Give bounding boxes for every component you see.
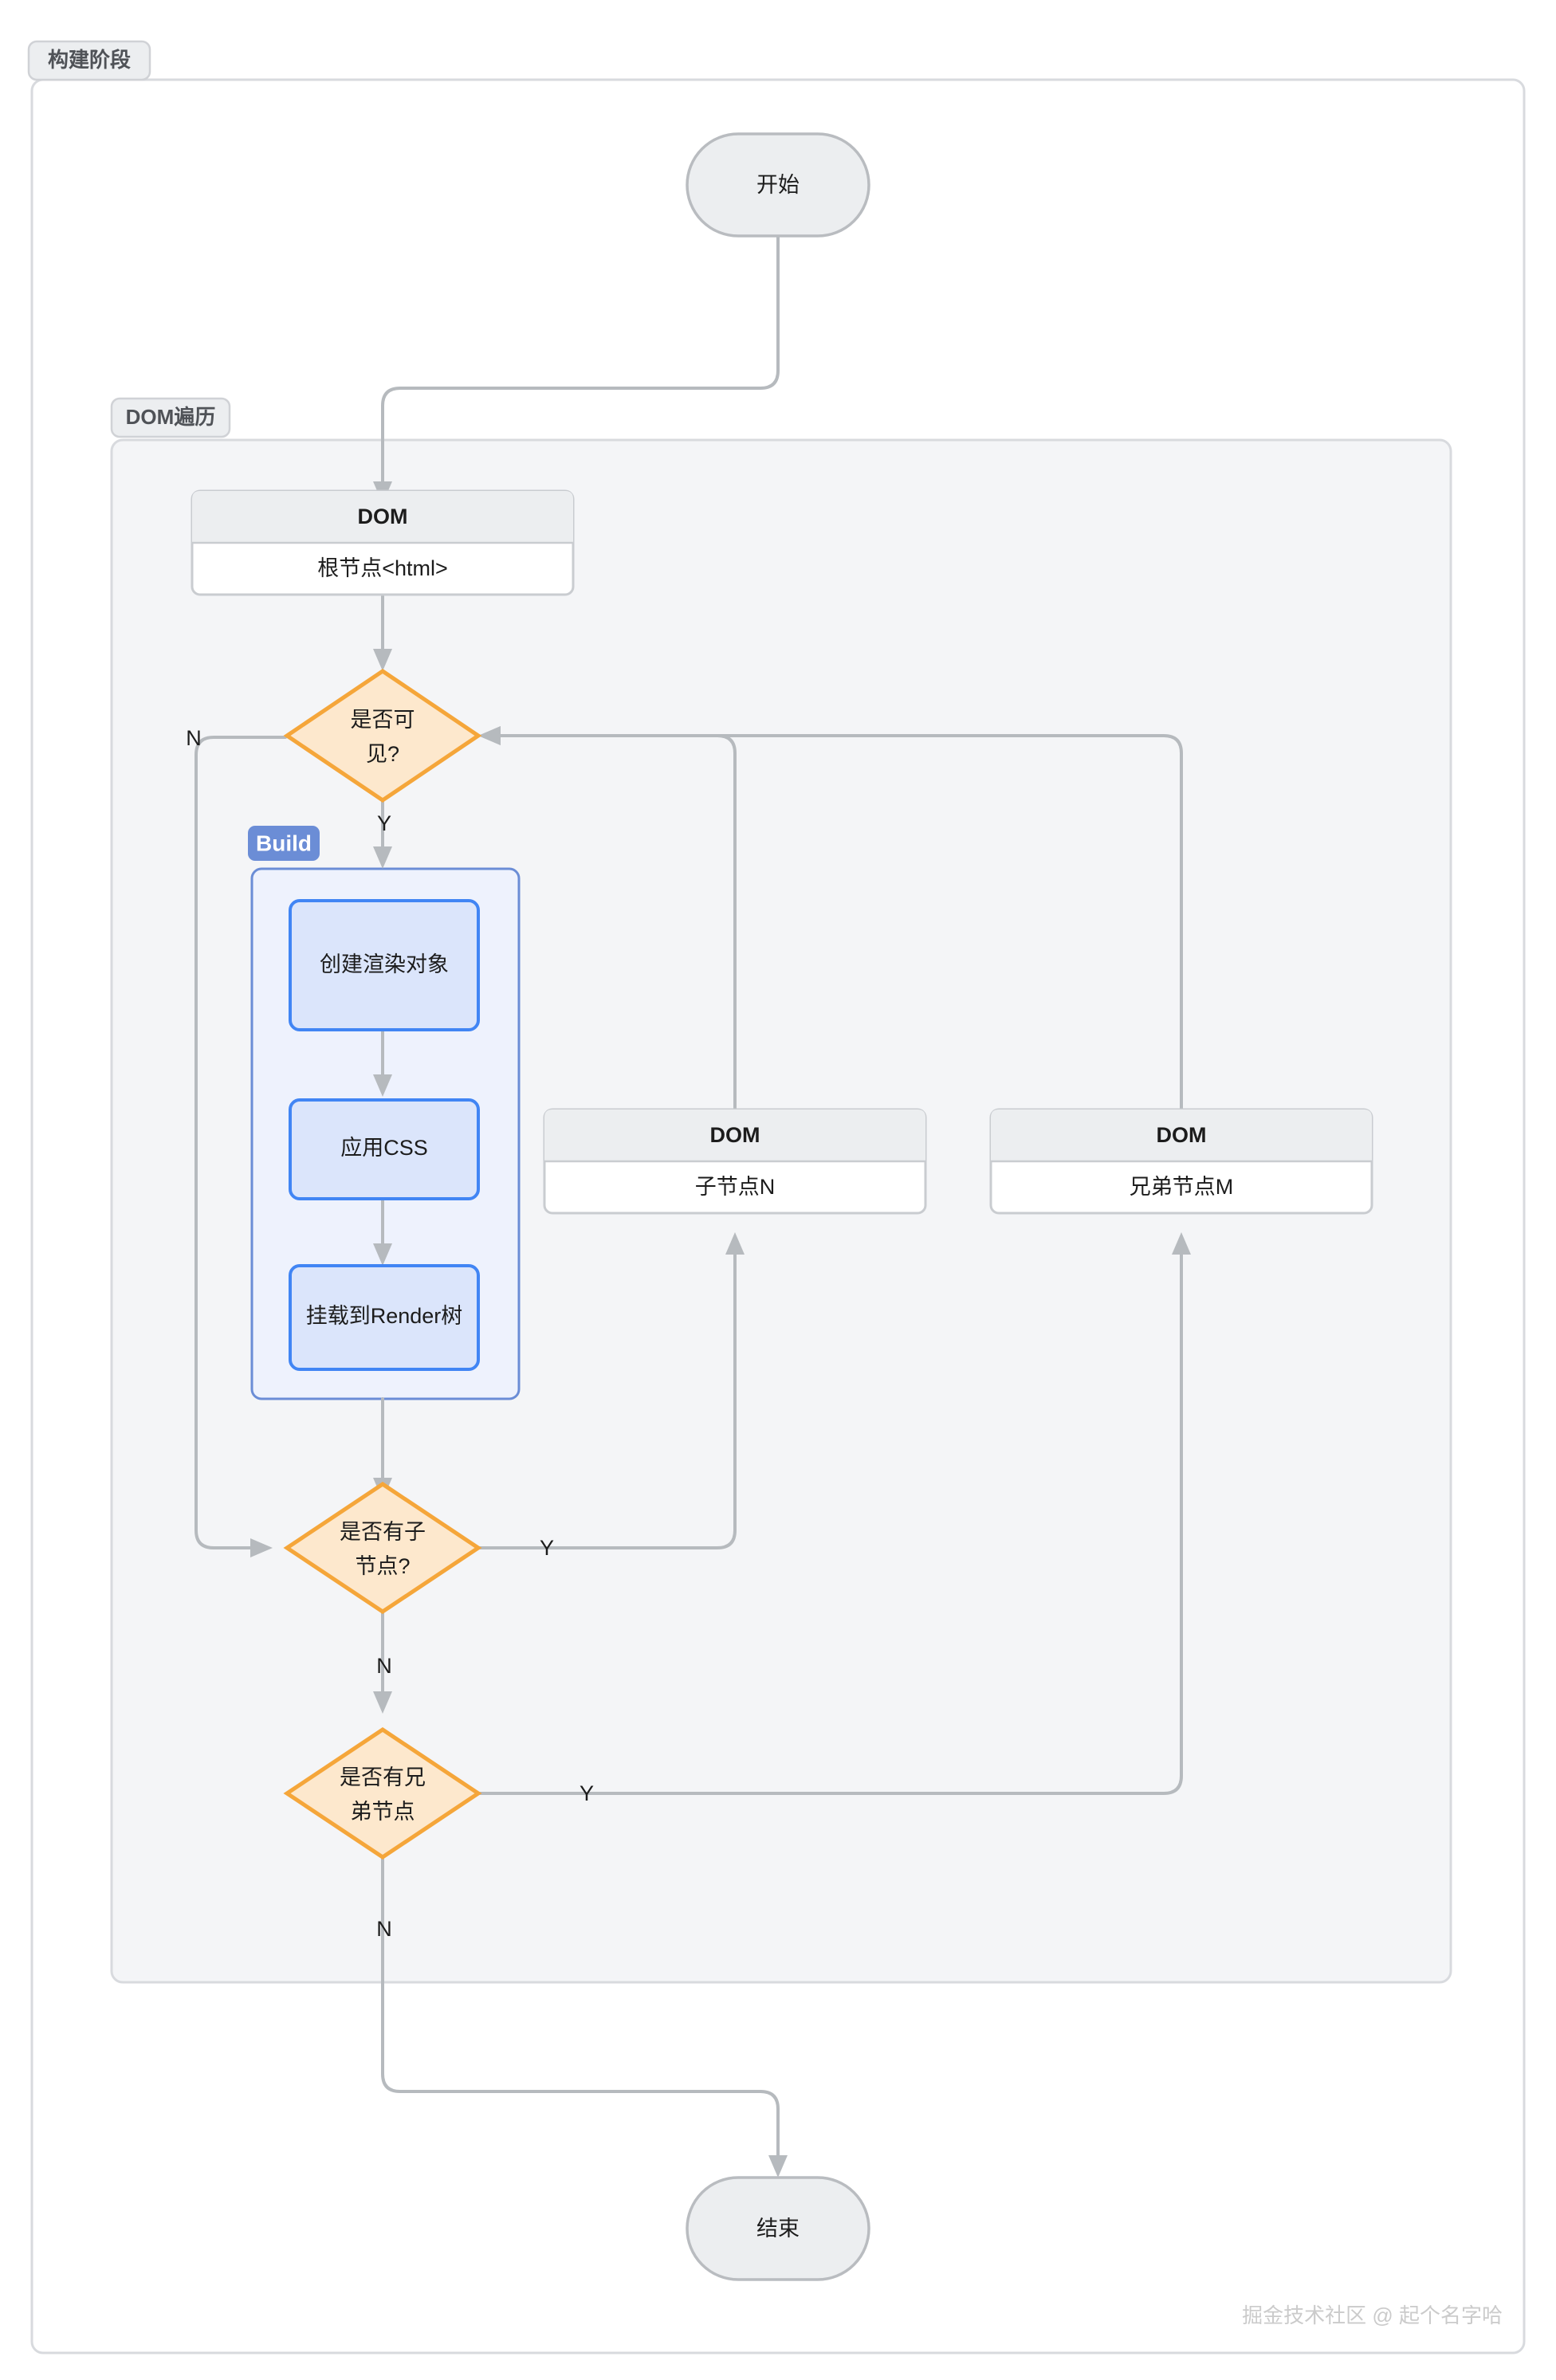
node-has-sibling-decision-label-line1: 是否有兄 <box>340 1765 426 1789</box>
node-create-render-object-label: 创建渲染对象 <box>320 952 449 976</box>
node-dom-root[interactable]: DOM 根节点<html> <box>191 489 575 596</box>
edge-applycss-to-mount <box>373 1197 392 1266</box>
node-dom-sibling-header: DOM <box>1157 1123 1207 1147</box>
node-has-child-decision-shape <box>283 1481 482 1615</box>
node-start-label: 开始 <box>756 173 800 197</box>
node-mount-render-tree[interactable]: 挂载到Render树 <box>289 1264 480 1371</box>
node-apply-css-shape <box>289 1098 480 1200</box>
node-dom-child-header-bg <box>544 1109 925 1161</box>
node-dom-child[interactable]: DOM 子节点N <box>543 1108 927 1215</box>
node-dom-sibling[interactable]: DOM 兄弟节点M <box>989 1108 1373 1215</box>
node-create-render-object-shape <box>289 899 480 1031</box>
cluster-dom-traverse-label: DOM遍历 <box>126 405 216 429</box>
edge-create-to-applycss <box>373 1028 392 1097</box>
edge-has-child-yes-to-dom-child <box>477 1232 745 1549</box>
edge-label-has-child-no: N <box>376 1654 392 1678</box>
node-has-sibling-decision-shape <box>283 1726 482 1860</box>
node-end-label: 结束 <box>756 2217 800 2241</box>
node-dom-root-header: DOM <box>358 505 408 528</box>
edge-has-child-no-to-has-sibling <box>373 1608 392 1714</box>
cluster-build-label-chip <box>248 826 320 861</box>
node-dom-sibling-header-bg <box>991 1109 1372 1161</box>
node-visible-decision-shape <box>283 668 482 803</box>
node-create-render-object[interactable]: 创建渲染对象 <box>289 899 480 1031</box>
edge-label-visible-no: N <box>186 726 202 750</box>
node-dom-sibling-body: 兄弟节点M <box>1130 1175 1234 1199</box>
edge-label-visible-yes: Y <box>377 811 391 835</box>
node-visible-decision-label-line1: 是否可 <box>351 708 415 732</box>
watermark-text: 掘金技术社区 @ 起个名字哈 <box>1242 2303 1503 2327</box>
node-end[interactable]: 结束 <box>686 2176 870 2281</box>
node-has-child-decision-label-line2: 节点? <box>355 1554 410 1578</box>
node-apply-css-label: 应用CSS <box>340 1136 428 1160</box>
edge-label-has-child-yes: Y <box>540 1536 554 1560</box>
cluster-build-phase-label: 构建阶段 <box>48 48 131 72</box>
edge-label-has-sibling-yes: Y <box>580 1781 594 1805</box>
node-dom-root-header-bg <box>192 491 573 543</box>
edge-dom-sibling-to-visible <box>478 726 1183 1111</box>
node-end-shape <box>686 2176 870 2281</box>
node-mount-render-tree-label: 挂载到Render树 <box>306 1304 463 1328</box>
cluster-build-phase-label-chip <box>27 40 151 81</box>
edge-dom-root-to-visible <box>373 592 392 671</box>
edge-visible-yes-to-build <box>373 795 392 869</box>
cluster-dom-traverse-label-chip <box>110 397 231 438</box>
node-dom-root-body: 根节点<html> <box>317 556 448 580</box>
node-start[interactable]: 开始 <box>686 132 870 238</box>
node-has-sibling-decision[interactable]: 是否有兄 弟节点 <box>283 1726 482 1860</box>
edge-visible-no-to-has-child <box>194 736 287 1557</box>
node-apply-css[interactable]: 应用CSS <box>289 1098 480 1200</box>
edge-has-sibling-no-to-end <box>381 1854 788 2178</box>
edge-label-has-sibling-no: N <box>376 1917 392 1941</box>
node-visible-decision[interactable]: 是否可 见? <box>283 668 482 803</box>
node-has-child-decision[interactable]: 是否有子 节点? <box>283 1481 482 1615</box>
node-visible-decision-label-line2: 见? <box>366 742 399 766</box>
node-mount-render-tree-shape <box>289 1264 480 1371</box>
node-start-shape <box>686 132 870 238</box>
edge-has-sibling-yes-to-dom-sibling <box>477 1232 1191 1795</box>
node-dom-child-body: 子节点N <box>695 1175 776 1199</box>
node-dom-child-header: DOM <box>710 1123 760 1147</box>
node-has-sibling-decision-label-line2: 弟节点 <box>351 1800 415 1824</box>
node-has-child-decision-label-line1: 是否有子 <box>340 1520 426 1544</box>
cluster-build-label: Build <box>256 831 312 855</box>
